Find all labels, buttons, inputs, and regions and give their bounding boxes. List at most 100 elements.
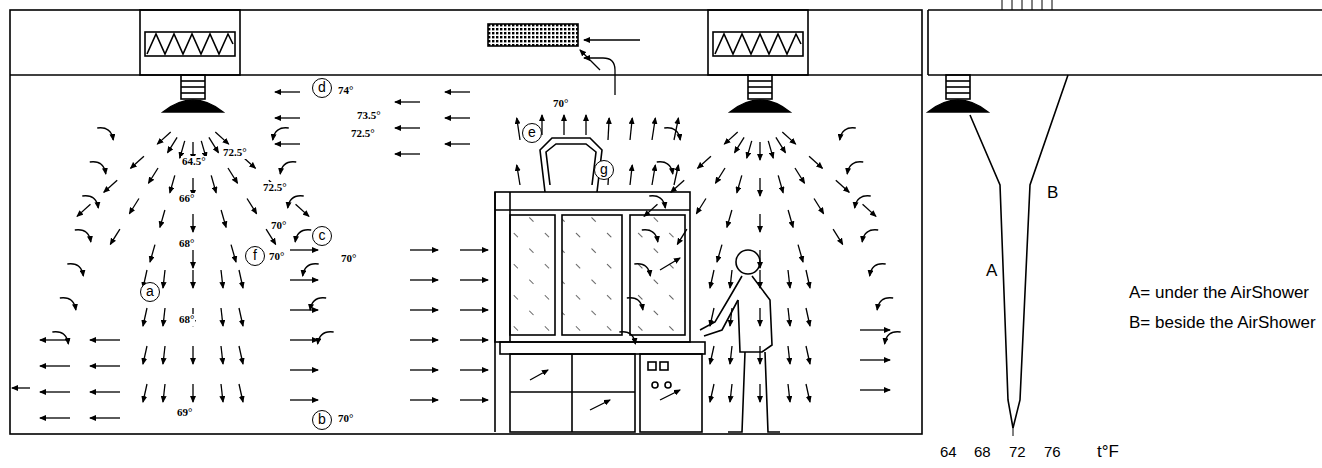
callout-circle: a <box>140 282 160 302</box>
airflow-arrow <box>163 308 165 326</box>
callout-letter: a <box>146 284 154 298</box>
airflow-arrow <box>192 346 193 364</box>
temperature-reading: 73.5° <box>356 110 382 122</box>
airflow-arrow <box>696 199 706 214</box>
airflow-arrow <box>677 229 687 244</box>
airflow-arrow <box>239 384 243 402</box>
airflow-arrow <box>211 175 216 192</box>
entrainment-arrow <box>303 264 319 276</box>
airflow-arrow <box>410 399 438 400</box>
airflow-arrow <box>221 346 223 364</box>
entrainment-arrow <box>634 264 650 276</box>
airflow-arrow <box>715 168 725 183</box>
axis-label: 68 <box>973 444 992 460</box>
airflow-arrow <box>782 132 795 144</box>
entrainment-arrow <box>657 162 673 174</box>
airflow-arrow <box>788 308 790 326</box>
airflow-arrow <box>410 249 438 250</box>
temperature-reading: 64.5° <box>181 156 207 168</box>
airflow-arrow <box>395 153 420 154</box>
airflow-arrow <box>806 346 810 364</box>
airflow-arrow <box>445 91 470 92</box>
entrainment-arrow <box>840 128 856 140</box>
airflow-arrow <box>104 180 117 192</box>
airflow-arrow <box>759 270 760 288</box>
callout-circle: c <box>312 226 332 246</box>
airflow-arrow <box>129 199 139 214</box>
temperature-reading: 72.5° <box>262 182 288 194</box>
entrainment-arrow <box>855 196 871 208</box>
airflow-arrow <box>759 384 760 402</box>
airflow-arrow <box>221 384 223 402</box>
entrainment-arrow <box>649 196 665 208</box>
axis-label: t°F <box>1096 443 1120 461</box>
entrainment-arrow <box>877 298 893 310</box>
airflow-arrow <box>836 180 849 192</box>
callout-circle: b <box>312 410 332 430</box>
airflow-arrow <box>788 346 790 364</box>
airflow-arrow <box>833 229 843 244</box>
airflow-arrow <box>860 329 890 330</box>
airflow-arrow <box>221 308 223 326</box>
entrainment-arrow <box>295 230 311 242</box>
airflow-arrow <box>698 156 711 168</box>
airflow-arrow <box>228 168 238 183</box>
airflow-arrow <box>163 346 165 364</box>
airflow-arrow <box>275 143 300 144</box>
temperature-reading: 68° <box>178 314 195 326</box>
temperature-reading: 70° <box>552 98 569 110</box>
airflow-arrow <box>788 270 790 288</box>
airflow-arrow <box>170 175 175 192</box>
airflow-arrow <box>860 359 890 360</box>
airflow-arrow <box>221 210 226 227</box>
airflow-arrow <box>90 417 120 418</box>
airflow-arrow <box>630 165 632 185</box>
airflow-arrow <box>90 365 120 366</box>
airflow-arrow <box>530 370 548 380</box>
axis-label: 64 <box>939 444 958 460</box>
airflow-arrow <box>192 250 193 268</box>
airflow-arrow <box>143 308 147 326</box>
airflow-arrow <box>590 400 610 410</box>
airflow-arrow <box>143 384 147 402</box>
entrainment-arrow <box>52 332 68 344</box>
airflow-arrow <box>275 117 300 118</box>
airflow-arrow <box>410 369 438 370</box>
temperature-reading: 70° <box>268 251 285 263</box>
airflow-arrow <box>563 115 564 135</box>
airflow-arrow <box>150 245 155 262</box>
airflow-arrow <box>717 245 722 262</box>
airflow-arrow <box>724 132 737 144</box>
callout-letter: b <box>318 412 326 426</box>
airflow-arrow <box>730 346 732 364</box>
entrainment-arrow <box>847 162 863 174</box>
airflow-arrow <box>445 117 470 118</box>
airflow-arrow <box>584 39 640 40</box>
temperature-reading: 69° <box>176 407 193 419</box>
callout-letter: d <box>318 80 326 94</box>
airflow-arrow <box>143 346 147 364</box>
temperature-reading: 70° <box>337 413 354 425</box>
airflow-arrow <box>630 118 632 140</box>
airflow-arrow <box>759 142 760 160</box>
entrainment-arrow <box>619 332 635 344</box>
airflow-arrow <box>759 250 760 268</box>
entrainment-arrow <box>288 196 304 208</box>
airflow-arrow <box>239 308 243 326</box>
airflow-arrow <box>460 249 488 250</box>
profile-label: B= beside the AirShower <box>1128 314 1317 332</box>
airflow-arrow <box>737 175 742 192</box>
airflow-arrow <box>809 156 822 168</box>
entrainment-arrow <box>82 196 98 208</box>
airflow-arrow <box>795 168 805 183</box>
airflow-arrow <box>90 339 120 340</box>
airflow-arrow <box>517 165 520 185</box>
airflow-arrow <box>40 417 70 418</box>
entrainment-arrow <box>862 230 878 242</box>
airflow-arrow <box>209 137 219 152</box>
airflow-arrow <box>445 143 470 144</box>
airflow-arrow <box>788 384 790 402</box>
airflow-arrow <box>806 270 810 288</box>
airflow-arrow <box>759 178 760 196</box>
